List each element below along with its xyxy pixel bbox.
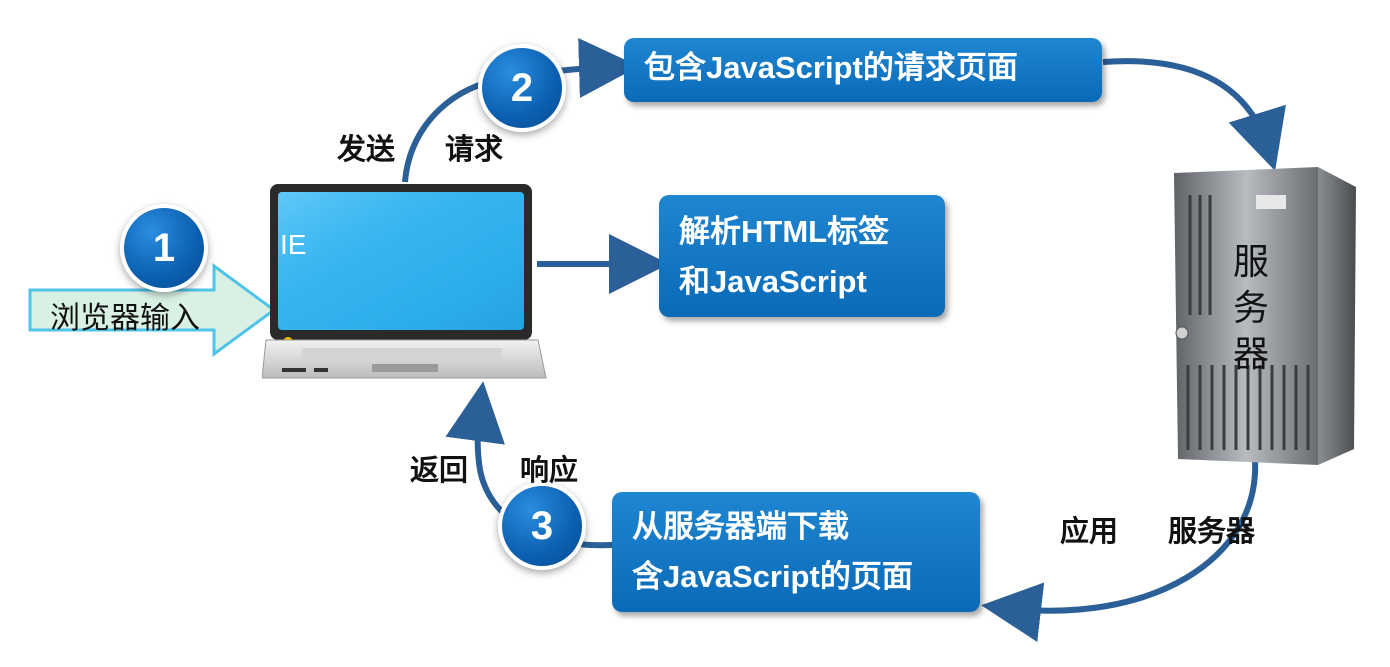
browser-name: IE: [280, 229, 307, 260]
download-line-2: 含JavaScript的页面: [632, 559, 913, 594]
app-label: 应用: [1060, 514, 1119, 548]
download-box: 从服务器端下载 含JavaScript的页面: [612, 492, 980, 612]
server-char-1: 服: [1233, 242, 1270, 283]
browser-input-arrow: [28, 263, 277, 357]
step-1-badge: 1: [120, 204, 208, 292]
server-vertical-label: 服 务 器: [1233, 240, 1269, 378]
request-page-box: 包含JavaScript的请求页面: [624, 38, 1102, 102]
server-char-2: 务: [1233, 288, 1270, 329]
step-2-badge: 2: [478, 44, 566, 132]
browser-input-label: 浏览器输入: [50, 301, 200, 336]
server-char-3: 器: [1233, 334, 1270, 375]
response-label: 响应: [520, 453, 579, 487]
laptop: [261, 182, 552, 392]
download-line-1: 从服务器端下载: [632, 509, 849, 544]
parse-box: 解析HTML标签 和JavaScript: [659, 195, 945, 317]
return-label: 返回: [410, 453, 469, 487]
server-tower: [1168, 165, 1360, 475]
step-3-badge: 3: [498, 482, 586, 570]
request-label: 请求: [445, 132, 504, 166]
server-return-arrow: [981, 459, 1259, 642]
to-server-arrow: [1102, 58, 1286, 171]
parse-line-2: 和JavaScript: [679, 264, 867, 299]
server-label: 服务器: [1168, 514, 1256, 548]
send-label: 发送: [337, 132, 396, 166]
parse-line-1: 解析HTML标签: [679, 214, 890, 249]
request-page-text: 包含JavaScript的请求页面: [644, 50, 1018, 85]
